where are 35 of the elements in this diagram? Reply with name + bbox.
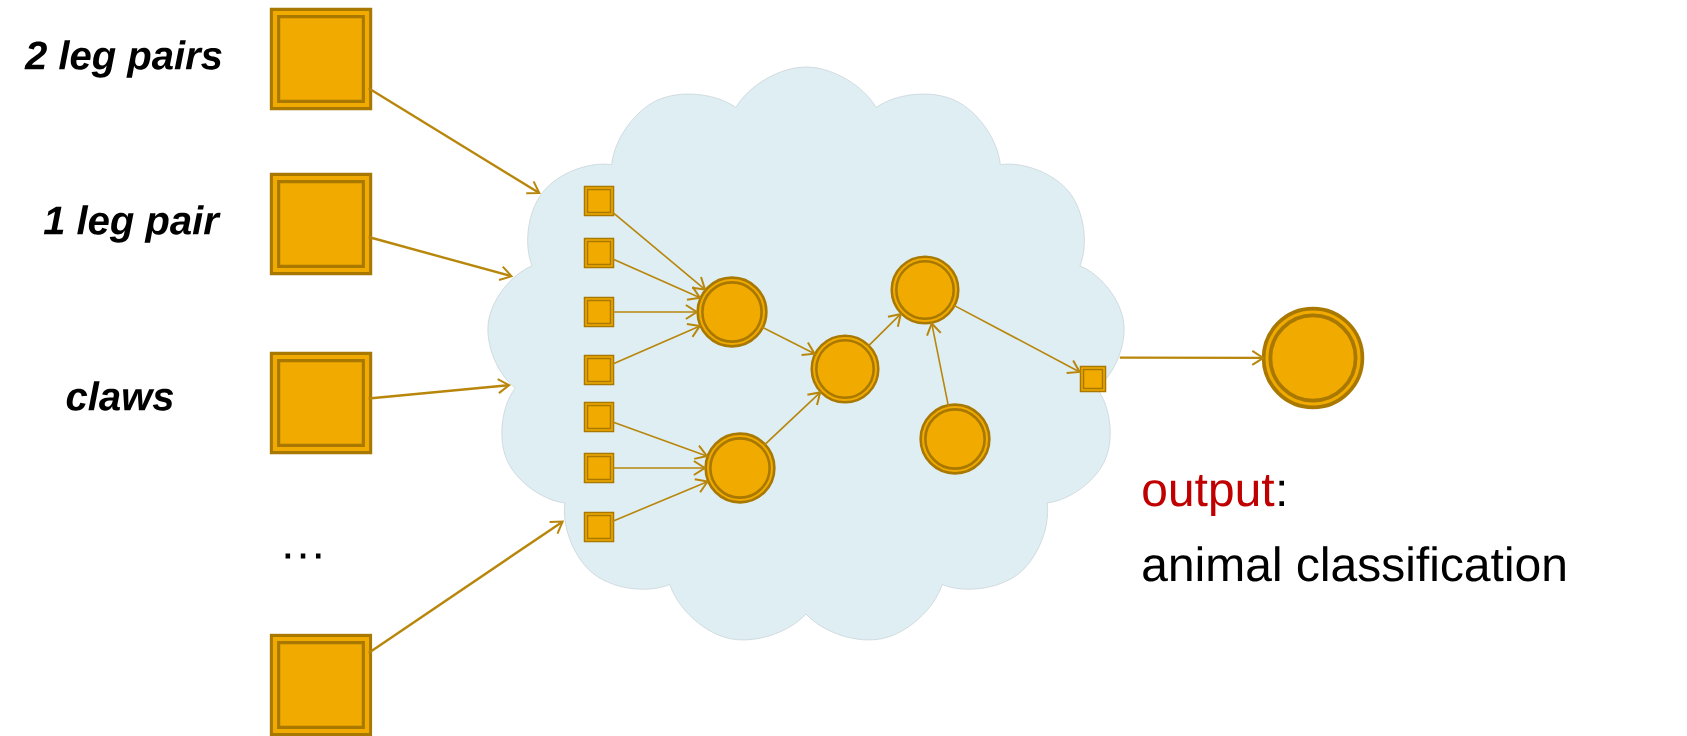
arrow [926,321,950,408]
arrow [1119,349,1266,366]
input-label: 2 leg pairs [24,40,222,78]
neuron-square [583,401,615,433]
arrow [367,87,541,195]
neuron-circle [1261,306,1365,410]
neuron-square [583,511,615,543]
input-label: 1 leg pair [43,205,221,243]
output-label: : [1279,480,1284,506]
arrow [611,421,709,460]
ellipsis: … [285,553,321,559]
arrow [611,258,702,301]
arrow [763,391,822,446]
arrow [611,478,710,523]
arrow [611,323,702,365]
neuron-square [583,452,615,484]
arrow [611,460,707,476]
arrow [952,304,1082,374]
arrow [760,326,817,356]
arrow [367,520,565,654]
arrow [611,211,707,291]
cloud-shape [487,66,1125,641]
arrow [611,304,699,320]
neuron-square [583,296,615,328]
neuron-square [583,354,615,386]
arrow [368,378,512,400]
neuron-square [583,185,615,217]
input-label: claws [66,381,174,411]
output-label: animal classification [1143,546,1565,582]
neuron-square [269,633,373,736]
output-label: output [1143,474,1275,516]
arrow [867,312,903,348]
arrow [368,235,514,282]
neuron-square [583,237,615,269]
neuron-square [1079,365,1107,393]
